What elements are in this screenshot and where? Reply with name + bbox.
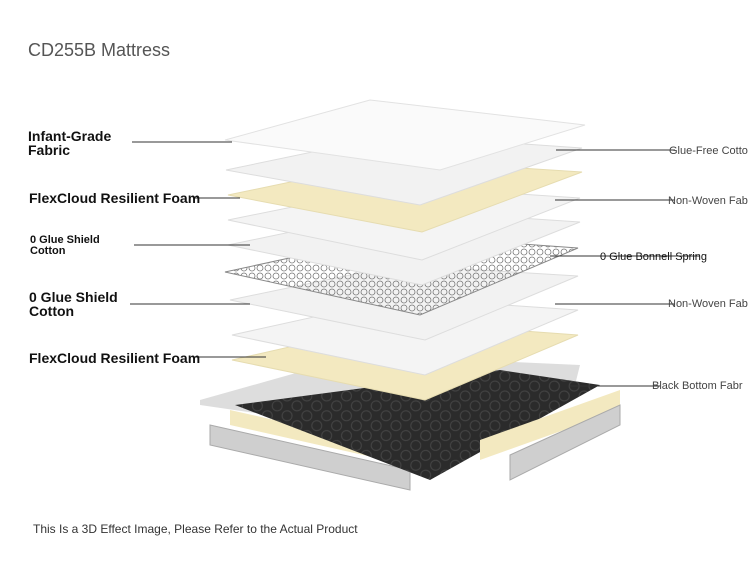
label-non-woven-fabric-2: Non-Woven Fab	[668, 298, 748, 310]
label-glue-free-cotton: Glue-Free Cotto	[669, 145, 748, 157]
label-bonnell-spring: 0 Glue Bonnell Spring	[600, 251, 708, 263]
label-flexcloud-foam-top: FlexCloud Resilient Foam	[29, 190, 201, 206]
leader-lines	[130, 141, 700, 387]
layer-top-fabric	[224, 99, 586, 171]
label-non-woven-fabric-1: Non-Woven Fab	[668, 195, 748, 207]
disclaimer-note: This Is a 3D Effect Image, Please Refer …	[33, 522, 358, 536]
label-black-bottom-fabric: Black Bottom Fabr	[652, 380, 743, 392]
label-flexcloud-foam-bottom: FlexCloud Resilient Foam	[29, 350, 201, 366]
mattress-base	[200, 355, 621, 491]
page-title: CD255B Mattress	[28, 40, 171, 60]
